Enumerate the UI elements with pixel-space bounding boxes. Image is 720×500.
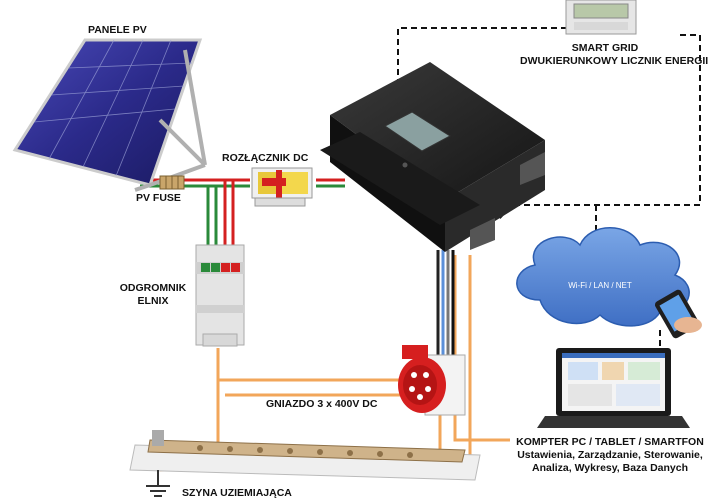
label-komputer-line2: Ustawienia, Zarządzanie, Sterowanie, — [517, 449, 703, 462]
ground-symbol — [146, 470, 170, 497]
label-panele-pv: PANELE PV — [88, 24, 147, 36]
label-odgromnik-line2: ELNIX — [137, 295, 169, 308]
dc-disconnector — [251, 167, 313, 207]
label-smart-grid-line2: DWUKIERUNKOWY LICZNIK ENERGII — [520, 55, 709, 68]
label-rozlacznik-dc: ROZŁĄCZNIK DC — [222, 152, 309, 164]
pv-fuse — [159, 175, 185, 190]
smartphone — [654, 289, 702, 339]
label-komputer-line1: KOMPTER PC / TABLET / SMARTFON — [516, 436, 704, 448]
inverter — [320, 62, 545, 252]
ac-wires — [436, 250, 455, 360]
solar-panel — [12, 38, 207, 192]
smart-meter — [565, 0, 637, 35]
label-szyna: SZYNA UZIEMIAJĄCA — [182, 487, 292, 499]
label-komputer-line3: Analiza, Wykresy, Baza Danych — [531, 462, 688, 475]
cloud-label: Wi-Fi / LAN / NET — [568, 281, 632, 290]
label-smart-grid-line1: SMART GRID — [571, 42, 639, 54]
label-smart-grid: SMART GRID DWUKIERUNKOWY LICZNIK ENERGII — [520, 42, 709, 68]
socket-3x400v — [398, 345, 466, 416]
label-pv-fuse: PV FUSE — [136, 192, 181, 204]
laptop — [537, 348, 690, 428]
surge-protector — [195, 244, 245, 347]
label-gniazdo: GNIAZDO 3 x 400V DC — [266, 398, 378, 410]
label-odgromnik-line1: ODGROMNIK — [119, 282, 187, 294]
network-cloud — [516, 227, 690, 327]
ground-bus-bar — [129, 430, 481, 481]
label-odgromnik: ODGROMNIK ELNIX — [118, 282, 188, 308]
label-komputer: KOMPTER PC / TABLET / SMARTFON Ustawieni… — [505, 436, 715, 475]
